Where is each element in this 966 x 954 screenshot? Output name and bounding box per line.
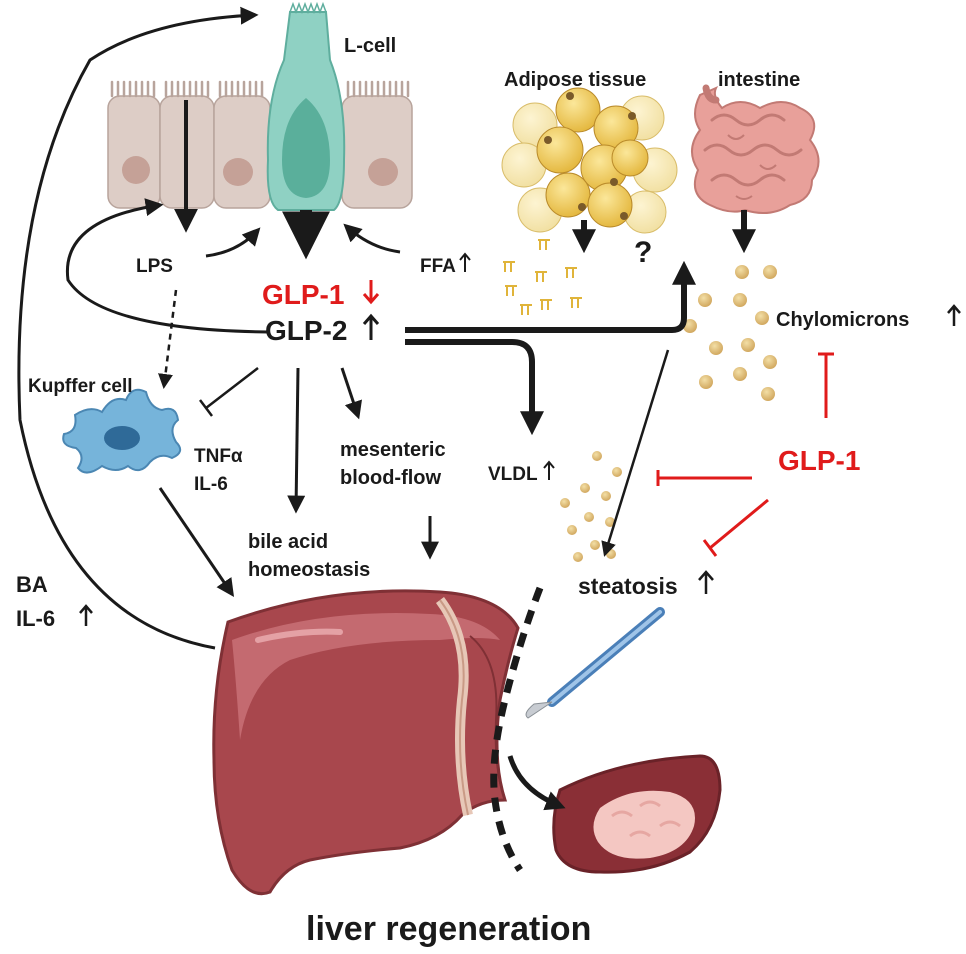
label-homeostasis: homeostasis — [248, 559, 370, 581]
label-adipose-tissue: Adipose tissue — [504, 69, 646, 91]
arrow-glp-loop-left — [65, 198, 269, 334]
arrow-glp-to-mesenteric — [340, 367, 362, 420]
vldl-droplets — [560, 451, 622, 562]
intestine-illustration — [691, 84, 820, 215]
label-il6: IL-6 — [194, 474, 228, 495]
ffa-up-arrow-icon — [459, 252, 471, 272]
chylomicron-droplets — [683, 265, 777, 401]
label-mesenteric: mesenteric — [340, 439, 446, 461]
inhibition-lines — [199, 352, 834, 557]
arrow-glp-to-adipose — [405, 260, 696, 333]
label-kupffer-cell: Kupffer cell — [28, 376, 133, 397]
inhibit-glp1-to-chylomicrons — [818, 352, 834, 418]
label-steatosis: steatosis — [578, 573, 678, 599]
kupffer-cell-illustration — [62, 388, 182, 474]
label-liver-regeneration: liver regeneration — [306, 910, 591, 948]
label-il6-left: IL-6 — [16, 606, 55, 631]
label-tnfa: TNFα — [194, 446, 243, 467]
inhibit-glp-to-kupffer — [199, 367, 259, 417]
epithelium-illustration — [107, 1, 413, 211]
scalpel-illustration — [525, 607, 665, 719]
label-ba: BA — [16, 572, 48, 597]
glp1-down-arrow-icon — [362, 280, 380, 305]
liver-illustration — [212, 586, 722, 896]
label-question: ? — [634, 236, 652, 269]
label-lps: LPS — [136, 256, 173, 277]
arrow-ffa-to-lcell — [343, 223, 401, 254]
label-ffa: FFA — [420, 256, 456, 277]
label-l-cell: L-cell — [344, 35, 396, 57]
vldl-up-arrow-icon — [543, 460, 555, 480]
inhibit-glp1-to-steatosis — [702, 498, 769, 557]
label-blood-flow: blood-flow — [340, 467, 442, 489]
adipose-tissue-illustration — [501, 87, 678, 234]
arrow-lps-to-lcell — [205, 227, 261, 258]
label-intestine: intestine — [718, 69, 800, 91]
label-bile-acid: bile acid — [248, 531, 328, 553]
arrow-resected-lobe — [507, 755, 566, 811]
chylomicrons-up-arrow-icon — [947, 304, 961, 326]
arrow-lps-to-kupffer — [158, 289, 178, 389]
arrow-chylo-to-steatosis — [601, 349, 670, 557]
glp2-up-arrow-icon — [362, 313, 380, 340]
label-glp2-up: GLP-2 — [265, 315, 347, 346]
label-chylomicrons: Chylomicrons — [776, 309, 909, 331]
label-glp1-right: GLP-1 — [778, 445, 860, 476]
il6-left-up-arrow-icon — [79, 604, 93, 626]
ffa-molecules — [503, 239, 582, 315]
label-glp1-down: GLP-1 — [262, 279, 344, 310]
arrow-liver-to-lcell-loop — [17, 6, 259, 650]
arrow-kupffer-to-liver — [158, 487, 235, 597]
arrow-glp-to-vldl — [405, 339, 544, 436]
black-arrows — [17, 6, 756, 811]
steatosis-up-arrow-icon — [698, 570, 714, 594]
label-vldl: VLDL — [488, 464, 538, 485]
arrow-glp-to-bile — [287, 367, 306, 514]
inhibit-glp1-to-vldl — [656, 470, 752, 486]
